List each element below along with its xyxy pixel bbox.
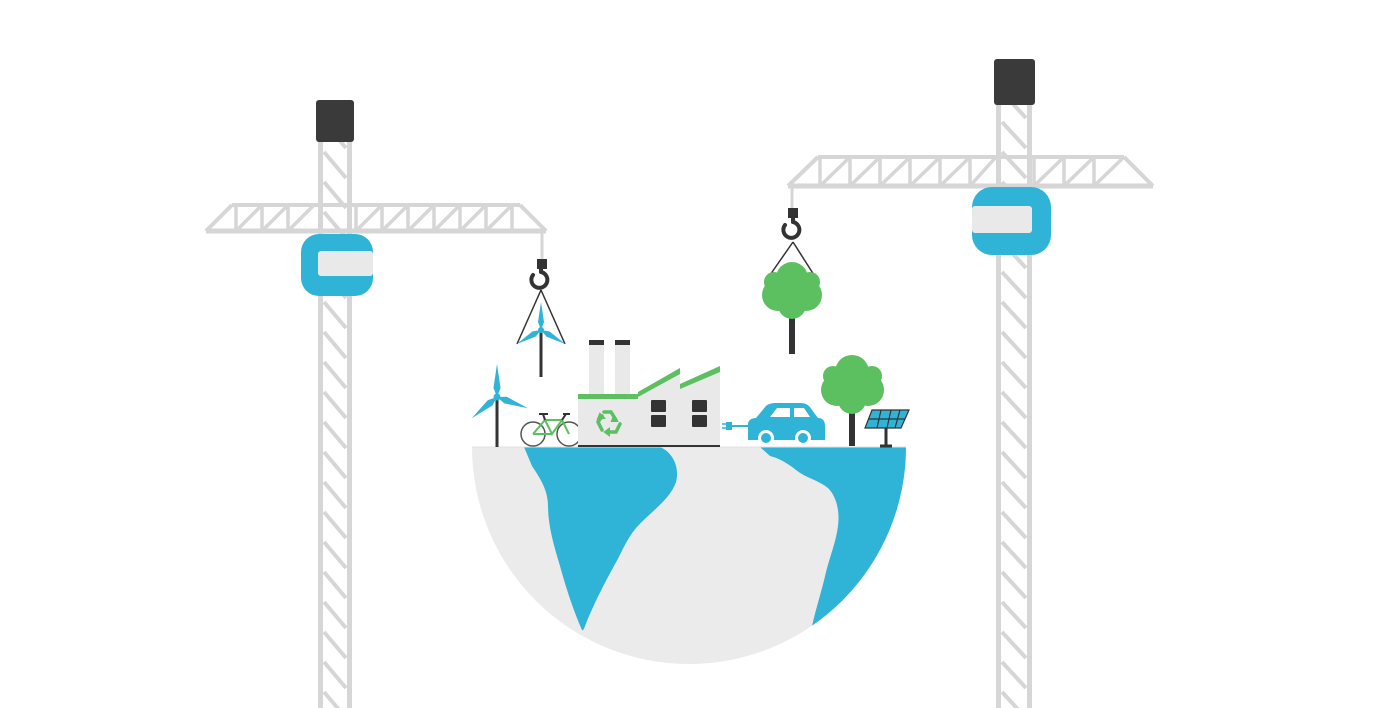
wind-turbine-icon — [516, 302, 566, 377]
factory-icon — [578, 340, 720, 447]
crane-right-hook — [769, 186, 815, 276]
tree-icon — [762, 262, 822, 354]
crane-right-jib — [786, 155, 1155, 189]
wind-turbine-icon — [471, 364, 529, 447]
crane-left-jib — [204, 203, 548, 234]
globe-land-south-america — [524, 447, 678, 631]
crane-left-counterweight — [316, 100, 354, 142]
crane-right-counterweight — [994, 59, 1035, 105]
tree-icon — [821, 355, 884, 446]
solar-panel-icon — [864, 409, 910, 448]
electric-car-icon — [748, 403, 825, 446]
globe-icon — [472, 446, 906, 664]
bicycle-icon — [520, 413, 582, 447]
crane-left-cabin — [301, 234, 373, 296]
plug-icon — [722, 422, 748, 430]
crane-right — [762, 59, 1155, 708]
crane-left-hook — [516, 231, 566, 345]
crane-right-cabin — [972, 187, 1051, 255]
hook-icon — [781, 216, 802, 240]
hook-icon — [529, 267, 550, 290]
crane-left-mast — [318, 140, 352, 708]
crane-left — [204, 100, 566, 708]
recycle-icon — [595, 410, 622, 437]
